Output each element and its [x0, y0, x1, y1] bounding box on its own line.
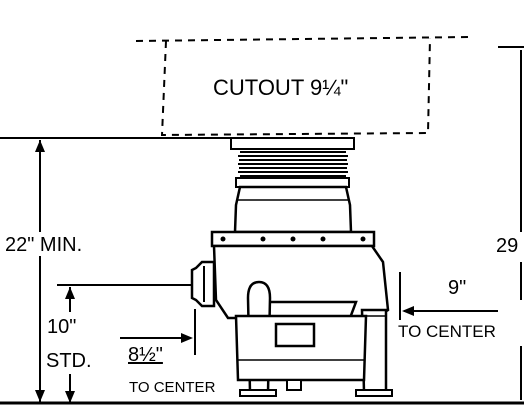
- left-foot: [239, 389, 277, 397]
- std-height-arrow-top: [65, 287, 75, 299]
- side-to-center-label: TO CENTER: [398, 322, 496, 341]
- inlet-to-center-label: TO CENTER: [129, 379, 216, 396]
- inlet-offset-label: 8½": [128, 344, 163, 366]
- side-center-arrowhead: [402, 306, 414, 316]
- cutout-box: [135, 36, 469, 137]
- std-height-arrow-bottom: [65, 391, 75, 403]
- side-tc-bg: [396, 320, 524, 342]
- min-height-arrow-bottom: [35, 390, 45, 402]
- std-label-bg: [44, 312, 102, 374]
- upper-body: [233, 185, 353, 234]
- mount-ring: [235, 177, 350, 188]
- cutout-label: CUTOUT 9¼": [213, 75, 348, 100]
- side-offset-label: 9": [448, 277, 466, 299]
- bottom-drain: [286, 379, 302, 391]
- mounting-flange: [230, 137, 355, 150]
- grinding-chamber: [212, 244, 390, 320]
- mounting-ribs: [238, 151, 348, 177]
- motor-housing: [234, 314, 368, 382]
- motor-nameplate: [274, 322, 316, 348]
- right-partial-label: 29: [496, 235, 518, 257]
- std-height-label: STD.: [46, 350, 92, 372]
- min-label-bg: [4, 232, 106, 256]
- std-height-value: 10": [47, 316, 76, 338]
- inlet-tc-bg: [126, 376, 230, 396]
- inlet-center-arrowhead: [181, 333, 193, 343]
- min-height-arrow-top: [35, 140, 45, 152]
- clamp-bolts: [220, 236, 366, 242]
- right-foot: [355, 389, 393, 397]
- min-height-label: 22" MIN.: [5, 234, 82, 256]
- inlet-label-bg: [126, 342, 176, 364]
